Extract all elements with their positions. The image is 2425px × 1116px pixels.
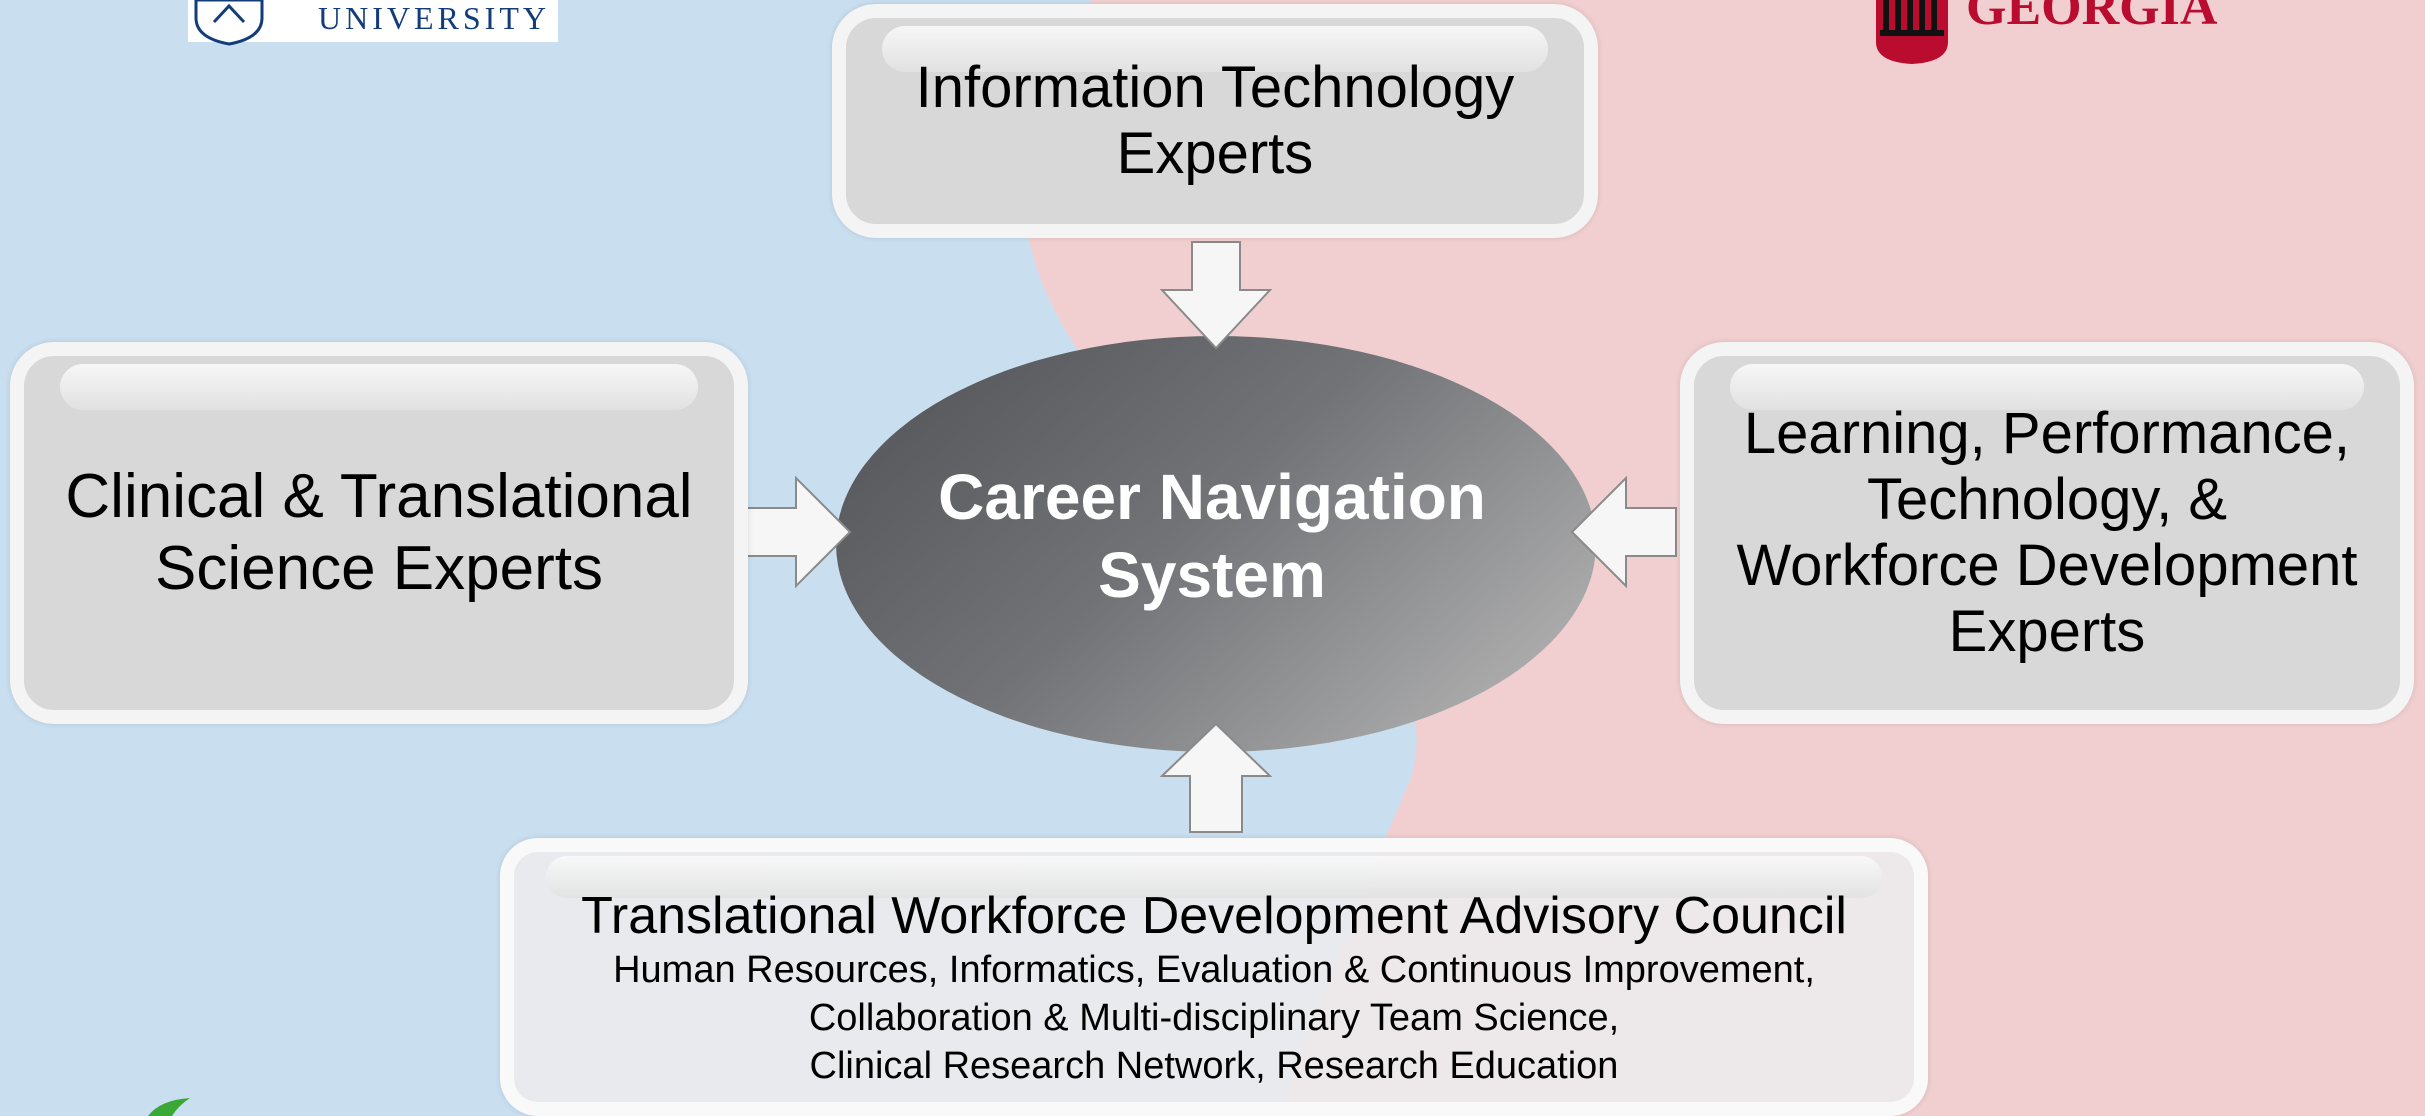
box-gloss [1730, 364, 2364, 410]
box-gloss [60, 364, 698, 410]
workforce-development-box: Learning, Performance, Technology, & Wor… [1680, 342, 2414, 724]
workforce-development-label: Learning, Performance, Technology, & Wor… [1736, 401, 2357, 665]
clinical-line-1: Clinical & Translational [65, 462, 693, 531]
advisory-council-box: Translational Workforce Development Advi… [500, 838, 1928, 1116]
uga-georgia-text: GEORGIA [1966, 0, 2218, 36]
career-navigation-ellipse [836, 336, 1596, 752]
emory-university-text: UNIVERSITY [318, 0, 550, 36]
advisory-council-title: Translational Workforce Development Advi… [581, 887, 1847, 945]
it-experts-line-2: Experts [1116, 121, 1314, 186]
career-navigation-label: Career Navigation System [842, 458, 1582, 614]
workforce-line-3: Workforce Development [1736, 533, 2358, 598]
clinical-line-2: Science Experts [155, 534, 603, 603]
arrow-right-from-left [745, 475, 852, 589]
arrow-down-from-top [1159, 241, 1273, 350]
it-experts-line-1: Information Technology [915, 55, 1515, 120]
it-experts-box: Information Technology Experts [832, 4, 1598, 238]
center-line-1: Career Navigation [938, 461, 1486, 533]
arch-column-icon [1883, 0, 1889, 30]
box-gloss [546, 856, 1882, 898]
emory-logo [188, 0, 558, 46]
arch-column-icon [1895, 0, 1901, 30]
center-line-2: System [1098, 539, 1326, 611]
arch-column-icon [1907, 0, 1913, 30]
clinical-translational-box: Clinical & Translational Science Experts [10, 342, 748, 724]
advisory-council-line-2: Collaboration & Multi-disciplinary Team … [808, 997, 1620, 1039]
torch-icon [212, 3, 246, 24]
shield-icon [194, 0, 264, 46]
advisory-council-line-1: Human Resources, Informatics, Evaluation… [613, 949, 1815, 991]
clinical-translational-label: Clinical & Translational Science Experts [65, 461, 692, 605]
box-gloss [882, 26, 1548, 72]
arrows [745, 241, 1677, 833]
arch-column-icon [1919, 0, 1925, 30]
workforce-line-2: Technology, & [1866, 467, 2228, 532]
advisory-council-line-3: Clinical Research Network, Research Educ… [809, 1045, 1619, 1087]
arrow-left-from-right [1570, 475, 1677, 589]
arch-column-icon [1931, 0, 1937, 30]
workforce-line-4: Experts [1948, 599, 2146, 664]
it-experts-label: Information Technology Experts [916, 55, 1515, 187]
workforce-line-1: Learning, Performance, [1743, 401, 2351, 466]
green-leaf-icon [148, 1098, 190, 1116]
arrow-up-from-bottom [1159, 722, 1273, 833]
uga-logo [1876, 0, 1948, 64]
